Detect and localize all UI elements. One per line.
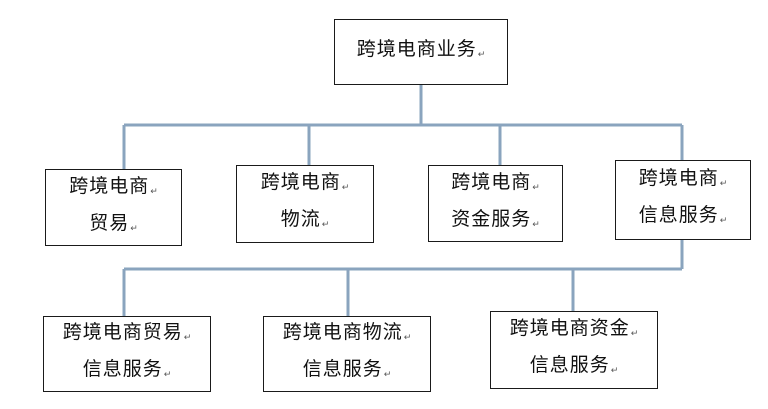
node-logistics-info: 跨境电商物流 信息服务 <box>263 316 431 392</box>
node-logistics: 跨境电商 物流 <box>236 165 374 243</box>
node-trade-info-line-2: 信息服务 <box>83 354 172 391</box>
node-funds-line-2: 资金服务 <box>451 204 540 241</box>
node-root: 跨境电商业务 <box>334 19 508 85</box>
node-logistics-info-line-2: 信息服务 <box>303 354 392 391</box>
node-logistics-line-2: 物流 <box>281 204 330 241</box>
node-funds: 跨境电商 资金服务 <box>428 165 563 242</box>
node-trade: 跨境电商 贸易 <box>45 169 182 246</box>
node-trade-line-2: 贸易 <box>89 208 138 245</box>
node-trade-info-line-1: 跨境电商贸易 <box>63 317 192 354</box>
node-funds-info-line-2: 信息服务 <box>530 350 619 387</box>
node-info-line-1: 跨境电商 <box>639 163 728 200</box>
node-logistics-line-1: 跨境电商 <box>261 167 350 204</box>
node-trade-info: 跨境电商贸易 信息服务 <box>43 316 211 392</box>
node-root-text: 跨境电商业务 <box>357 34 486 71</box>
node-logistics-info-line-1: 跨境电商物流 <box>283 317 412 354</box>
node-trade-line-1: 跨境电商 <box>69 171 158 208</box>
node-info-line-2: 信息服务 <box>639 200 728 237</box>
node-funds-info-line-1: 跨境电商资金 <box>510 313 639 350</box>
node-funds-info: 跨境电商资金 信息服务 <box>490 311 658 389</box>
node-info: 跨境电商 信息服务 <box>615 160 751 240</box>
node-funds-line-1: 跨境电商 <box>451 167 540 204</box>
